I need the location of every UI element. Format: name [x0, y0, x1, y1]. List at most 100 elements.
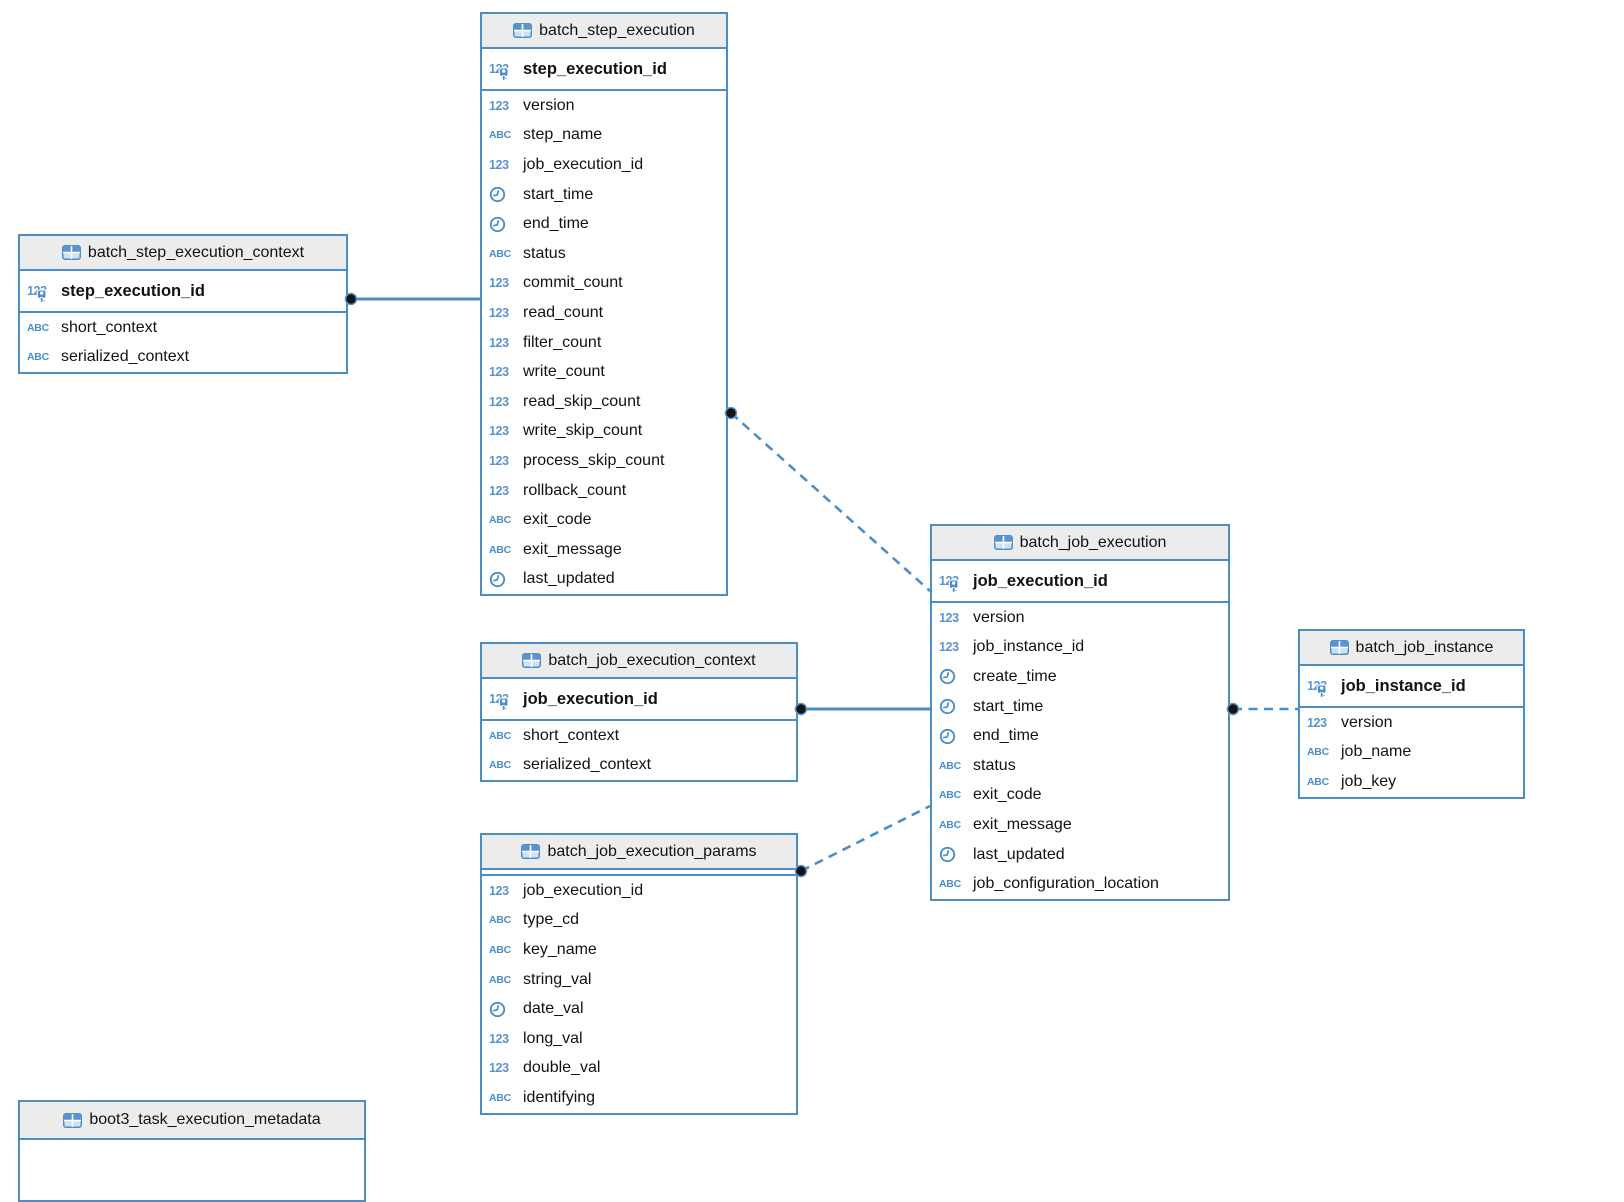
column-row: create_time — [932, 662, 1228, 692]
column-name: job_instance_id — [973, 638, 1085, 656]
datetime-type-icon — [489, 1001, 506, 1017]
primary-key-section: 123 job_execution_id — [482, 679, 796, 721]
column-name: process_skip_count — [523, 451, 665, 469]
column-row: ABC step_name — [482, 121, 726, 151]
column-row: 123 long_val — [482, 1024, 796, 1054]
text-type-icon: ABC — [939, 878, 961, 891]
text-type-icon: ABC — [489, 129, 511, 142]
text-type-icon: ABC — [489, 914, 511, 927]
column-name: last_updated — [973, 845, 1065, 863]
table-header[interactable]: batch_job_execution_params — [482, 835, 796, 870]
relation-line-batch_job_execution_params-to-batch_job_execution — [800, 804, 931, 873]
number-type-icon: 123 — [489, 1061, 509, 1076]
column-name: short_context — [61, 318, 158, 336]
column-name: type_cd — [523, 911, 580, 929]
column-name: start_time — [973, 697, 1044, 715]
column-name: exit_message — [523, 540, 622, 558]
table-header[interactable]: batch_step_execution_context — [20, 236, 346, 271]
column-name: filter_count — [523, 333, 602, 351]
number-type-icon: 123 — [489, 305, 509, 320]
text-type-icon: ABC — [489, 759, 511, 772]
column-name: status — [523, 244, 566, 262]
primary-key-icon: 123 — [489, 692, 516, 711]
table-header[interactable]: batch_step_execution — [482, 14, 726, 49]
table-header[interactable]: boot3_task_execution_metadata — [20, 1102, 364, 1140]
number-type-icon: 123 — [1307, 715, 1327, 730]
number-type-icon: 123 — [489, 1031, 509, 1046]
number-type-icon: 123 — [489, 276, 509, 291]
text-type-icon: ABC — [489, 543, 511, 556]
table-title: batch_job_execution_params — [547, 842, 757, 860]
table-batch_job_execution_context[interactable]: batch_job_execution_context 123 job_execut… — [480, 642, 798, 783]
pk-column-name: step_execution_id — [61, 281, 205, 300]
table-body-clipped — [20, 1140, 364, 1200]
number-type-icon: 123 — [489, 483, 509, 498]
text-type-icon: ABC — [489, 973, 511, 986]
table-header[interactable]: batch_job_execution_context — [482, 644, 796, 679]
column-name: identifying — [523, 1088, 596, 1106]
primary-key-section: 123 step_execution_id — [20, 271, 346, 313]
number-type-icon: 123 — [489, 883, 509, 898]
table-boot3_task_execution_metadata[interactable]: boot3_task_execution_metadata — [18, 1100, 366, 1202]
table-batch_step_execution[interactable]: batch_step_execution 123 step_execution_id… — [480, 12, 728, 597]
table-icon — [522, 653, 542, 668]
column-name: long_val — [523, 1029, 583, 1047]
column-name: serialized_context — [61, 348, 190, 366]
pk-row: 123 job_execution_id — [482, 679, 796, 719]
text-type-icon: ABC — [489, 514, 511, 527]
table-header[interactable]: batch_job_instance — [1300, 631, 1523, 666]
number-type-icon: 123 — [489, 157, 509, 172]
column-name: double_val — [523, 1059, 601, 1077]
column-name: create_time — [973, 667, 1057, 685]
number-type-icon: 123 — [489, 394, 509, 409]
column-row: last_updated — [932, 840, 1228, 870]
table-icon — [1329, 640, 1349, 655]
column-name: version — [973, 608, 1025, 626]
column-name: serialized_context — [523, 756, 652, 774]
column-name: step_name — [523, 126, 603, 144]
pk-column-name: job_execution_id — [523, 689, 658, 708]
datetime-type-icon — [939, 698, 956, 715]
column-row: 123 double_val — [482, 1054, 796, 1084]
pk-column-name: step_execution_id — [523, 59, 667, 78]
table-icon — [513, 23, 533, 38]
number-type-icon: 123 — [489, 98, 509, 113]
column-name: start_time — [523, 185, 594, 203]
column-name: write_count — [523, 363, 605, 381]
primary-key-icon: 123 — [27, 284, 54, 303]
column-name: job_key — [1341, 772, 1397, 790]
column-name: commit_count — [523, 274, 623, 292]
table-title: batch_step_execution — [539, 21, 695, 39]
text-type-icon: ABC — [1307, 775, 1329, 788]
table-header[interactable]: batch_job_execution — [932, 526, 1228, 561]
pk-column-name: job_instance_id — [1341, 676, 1466, 695]
table-title: batch_step_execution_context — [87, 243, 305, 261]
table-batch_step_execution_context[interactable]: batch_step_execution_context 123 step_exec… — [18, 234, 348, 375]
column-row: ABC type_cd — [482, 906, 796, 936]
column-row: end_time — [932, 721, 1228, 751]
table-icon — [521, 844, 541, 859]
column-name: end_time — [973, 727, 1039, 745]
column-name: read_skip_count — [523, 392, 641, 410]
text-type-icon: ABC — [939, 818, 961, 831]
